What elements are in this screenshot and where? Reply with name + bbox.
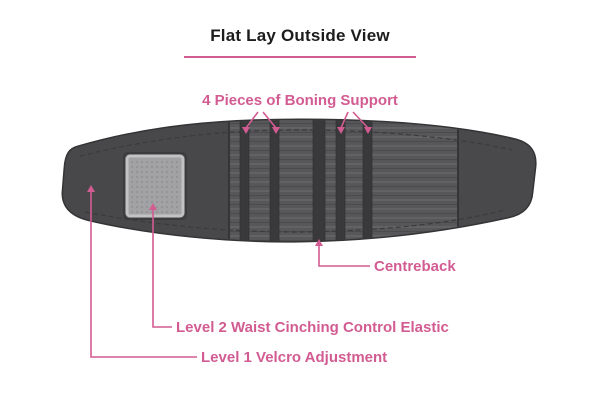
boning-arrow-1-line <box>245 111 259 129</box>
boning-strip-1 <box>239 120 250 242</box>
boning-arrow-3-head <box>337 127 345 134</box>
boning-arrow-1-head <box>242 127 250 134</box>
label-level1-velcro: Level 1 Velcro Adjustment <box>201 349 388 366</box>
centreback-strip <box>312 120 326 242</box>
velcro-right-panel <box>458 120 536 242</box>
stitch-top <box>79 129 513 157</box>
boning-arrow-4-line <box>352 111 369 129</box>
centreback-arrow-line <box>318 245 370 267</box>
level1-arrow-line <box>90 192 197 358</box>
velcro-patch-outline <box>123 152 187 220</box>
diagram-title: Flat Lay Outside View <box>210 26 390 45</box>
label-level2-elastic: Level 2 Waist Cinching Control Elastic <box>176 319 449 336</box>
level1-arrow-head <box>87 185 95 192</box>
velcro-patch <box>125 154 185 218</box>
boning-strip-2 <box>269 120 280 242</box>
stitch-bottom <box>84 209 506 233</box>
centreback-arrow-head <box>315 239 323 246</box>
boning-arrow-3-line <box>340 111 349 129</box>
level2-arrow-line <box>152 210 172 328</box>
boning-strip-3 <box>335 120 346 242</box>
boning-arrow-2-line <box>262 111 277 129</box>
boning-strip-4 <box>362 120 373 242</box>
boning-arrow-2-head <box>272 127 280 134</box>
label-boning-support: 4 Pieces of Boning Support <box>202 92 398 109</box>
level2-arrow-head <box>149 203 157 210</box>
label-centreback: Centreback <box>374 258 456 275</box>
title-underline <box>184 56 416 58</box>
boning-arrow-4-head <box>364 127 372 134</box>
